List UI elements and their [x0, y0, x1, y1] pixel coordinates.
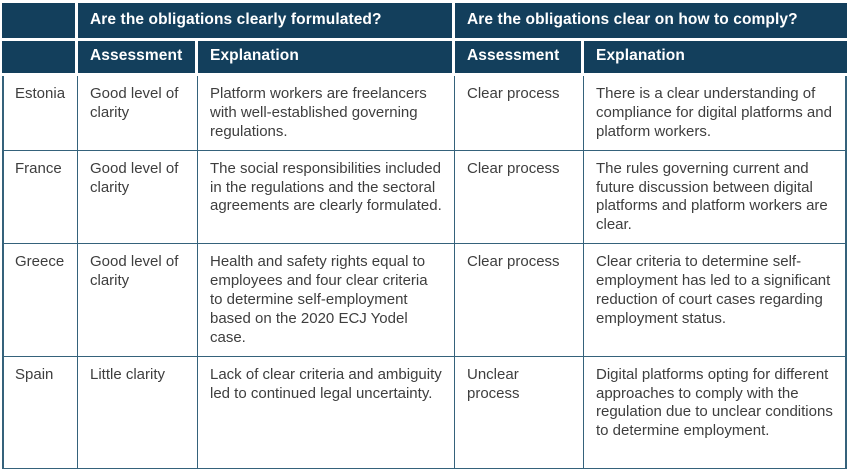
cell-explanation-right: Digital platforms opting for differ­ent …: [584, 356, 847, 469]
cell-explanation-right: Clear criteria to determine self-employm…: [584, 244, 847, 357]
cell-assessment-left: Good level of clarity: [78, 244, 198, 357]
cell-explanation-left: Lack of clear criteria and ambi­guity le…: [198, 356, 455, 469]
cell-assessment-right: Clear process: [455, 244, 584, 357]
obligations-comparison-table: Are the obligations clearly formulated? …: [2, 3, 847, 469]
header-corner-empty-2: [2, 41, 78, 76]
cell-assessment-right: Clear process: [455, 76, 584, 151]
column-header-assessment-right: Assessment: [455, 41, 584, 76]
cell-assessment-left: Good level of clarity: [78, 76, 198, 151]
cell-assessment-right: Unclear process: [455, 356, 584, 469]
cell-explanation-left: Platform workers are freelancers with we…: [198, 76, 455, 151]
cell-assessment-right: Clear process: [455, 150, 584, 245]
cell-explanation-right: There is a clear understanding of compli…: [584, 76, 847, 151]
cell-country: Greece: [2, 244, 78, 357]
cell-assessment-left: Good level of clarity: [78, 150, 198, 245]
header-question-left: Are the obligations clearly formulated?: [78, 3, 455, 41]
cell-country: Spain: [2, 356, 78, 469]
cell-assessment-left: Little clarity: [78, 356, 198, 469]
column-header-explanation-right: Explanation: [584, 41, 847, 76]
cell-country: Estonia: [2, 76, 78, 151]
column-header-assessment-left: Assessment: [78, 41, 198, 76]
header-corner-empty-1: [2, 3, 78, 41]
column-header-explanation-left: Explanation: [198, 41, 455, 76]
cell-country: France: [2, 150, 78, 245]
cell-explanation-right: The rules governing current and future d…: [584, 150, 847, 245]
header-question-right: Are the obligations clear on how to comp…: [455, 3, 847, 41]
cell-explanation-left: The social responsibilities included in …: [198, 150, 455, 245]
cell-explanation-left: Health and safety rights equal to employ…: [198, 244, 455, 357]
